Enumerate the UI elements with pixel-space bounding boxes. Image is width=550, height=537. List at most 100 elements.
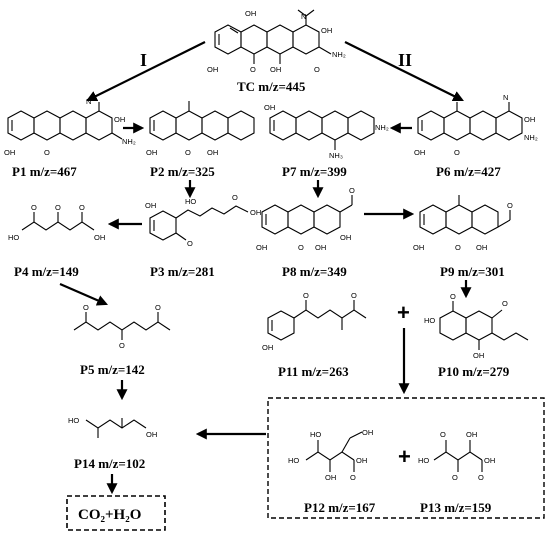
p9-oh-mid: OH <box>476 243 487 252</box>
structure-p10: HO O O OH P10 m/z=279 <box>424 292 529 379</box>
plus-p11-p10: + <box>397 300 410 325</box>
structure-p11: OH O O P11 m/z=263 <box>262 291 367 379</box>
p5-o3: O <box>155 303 161 312</box>
p1-o: O <box>44 148 50 157</box>
arrow-tc-p6 <box>344 41 464 102</box>
p10-o: O <box>450 292 456 301</box>
p13-ho: HO <box>418 456 429 465</box>
label-p12: P12 m/z=167 <box>304 500 376 515</box>
structure-p12: HO HO OH OH O OH P12 m/z=167 <box>288 428 376 515</box>
p13-o: O <box>478 473 484 482</box>
p6-oh-bottom: OH <box>414 148 425 157</box>
label-p3: P3 m/z=281 <box>150 264 215 279</box>
label-p13: P13 m/z=159 <box>420 500 492 515</box>
p12-o: O <box>350 473 356 482</box>
structure-p3: OH HO O OH O P3 m/z=281 <box>145 193 261 279</box>
p13-oh: OH <box>484 456 495 465</box>
structure-p8: OH O OH OH O P8 m/z=349 <box>256 186 355 279</box>
structure-p7: OH NH₂ NH₃ P7 m/z=399 <box>264 103 389 179</box>
p4-o1: O <box>31 203 37 212</box>
p12-oh-bottom: OH <box>325 473 336 482</box>
p11-oh: OH <box>262 343 273 352</box>
structure-p5: O O O P5 m/z=142 <box>73 303 171 377</box>
plus-p12-p13: + <box>398 444 411 469</box>
p5-o2: O <box>119 341 125 350</box>
label-p8: P8 m/z=349 <box>282 264 347 279</box>
tc-oh-bottom: OH <box>207 65 218 74</box>
p1-oh-bottom: OH <box>4 148 15 157</box>
p3-ho: HO <box>185 197 196 206</box>
p4-o2: O <box>55 203 61 212</box>
final-products-box <box>66 495 166 531</box>
p12-p13-box <box>267 397 545 519</box>
p8-oh: OH <box>256 243 267 252</box>
p3-oh-end: OH <box>250 208 261 217</box>
p8-oh-right: OH <box>340 233 351 242</box>
tc-n: N <box>301 12 306 21</box>
tc-oh-right: OH <box>321 26 332 35</box>
p4-ho: HO <box>8 233 19 242</box>
p5-o1: O <box>83 303 89 312</box>
structure-p14: HO OH P14 m/z=102 <box>68 416 157 471</box>
tc-o-right: O <box>314 65 320 74</box>
structure-tc: OH N OH NH₂ OH O OH O TC m/z=445 <box>207 9 346 94</box>
label-p14: P14 m/z=102 <box>74 456 145 471</box>
p10-oh: OH <box>473 351 484 360</box>
final-products-text: CO₂+H₂O <box>78 507 141 523</box>
p8-o-ketone: O <box>349 186 355 195</box>
p6-oh: OH <box>524 115 535 124</box>
route-i-label: I <box>140 50 147 70</box>
tc-nh2: NH₂ <box>332 50 346 59</box>
p4-o3: O <box>79 203 85 212</box>
structure-p6: N OH NH₂ OH O P6 m/z=427 <box>414 93 538 179</box>
p9-o-ketone: O <box>507 201 513 210</box>
p4-oh: OH <box>94 233 105 242</box>
label-p11: P11 m/z=263 <box>278 364 349 379</box>
structure-p13: O HO O OH O OH P13 m/z=159 <box>418 430 495 515</box>
p11-o-ketone: O <box>351 291 357 300</box>
label-p5: P5 m/z=142 <box>80 362 145 377</box>
p11-o: O <box>303 291 309 300</box>
label-p1: P1 m/z=467 <box>12 164 77 179</box>
label-p7: P7 m/z=399 <box>282 164 347 179</box>
tc-oh-mid: OH <box>270 65 281 74</box>
label-p9: P9 m/z=301 <box>440 264 505 279</box>
p2-oh-mid: OH <box>207 148 218 157</box>
structure-p2: OH O OH P2 m/z=325 <box>146 101 255 179</box>
p3-oh: OH <box>145 201 156 210</box>
p12-oh-acid: OH <box>356 456 367 465</box>
p12-oh-top: OH <box>362 428 373 437</box>
p6-n: N <box>503 93 508 102</box>
label-p6: P6 m/z=427 <box>436 164 501 179</box>
label-tc: TC m/z=445 <box>237 79 306 94</box>
p3-o: O <box>232 193 238 202</box>
p10-o-ald: O <box>502 299 508 308</box>
p7-nh2: NH₂ <box>375 123 389 132</box>
arrow-p4-p5 <box>59 282 109 306</box>
p6-nh2: NH₂ <box>524 133 538 142</box>
p14-oh: OH <box>146 430 157 439</box>
p1-oh: OH <box>114 115 125 124</box>
p7-oh: OH <box>264 103 275 112</box>
p13-o-top: O <box>440 430 446 439</box>
tc-oh-top: OH <box>245 9 256 18</box>
p1-nh2: NH₂ <box>122 137 136 146</box>
p12-ho-left: HO <box>288 456 299 465</box>
p13-o-bottom: O <box>452 473 458 482</box>
p3-o-ald: O <box>187 239 193 248</box>
route-ii-label: II <box>398 50 412 70</box>
structure-p4: HO O O O OH P4 m/z=149 <box>8 203 105 279</box>
structure-p9: OH O OH O P9 m/z=301 <box>413 195 513 279</box>
p7-nh3: NH₃ <box>329 151 343 160</box>
p13-oh-top: OH <box>466 430 477 439</box>
arrow-tc-p1 <box>86 41 206 102</box>
p10-ho: HO <box>424 316 435 325</box>
p1-nh: N <box>86 97 91 106</box>
tc-o: O <box>250 65 256 74</box>
structure-p1: N OH NH₂ OH O P1 m/z=467 <box>4 97 136 179</box>
p2-o: O <box>185 148 191 157</box>
p14-ho: HO <box>68 416 79 425</box>
p9-o: O <box>455 243 461 252</box>
